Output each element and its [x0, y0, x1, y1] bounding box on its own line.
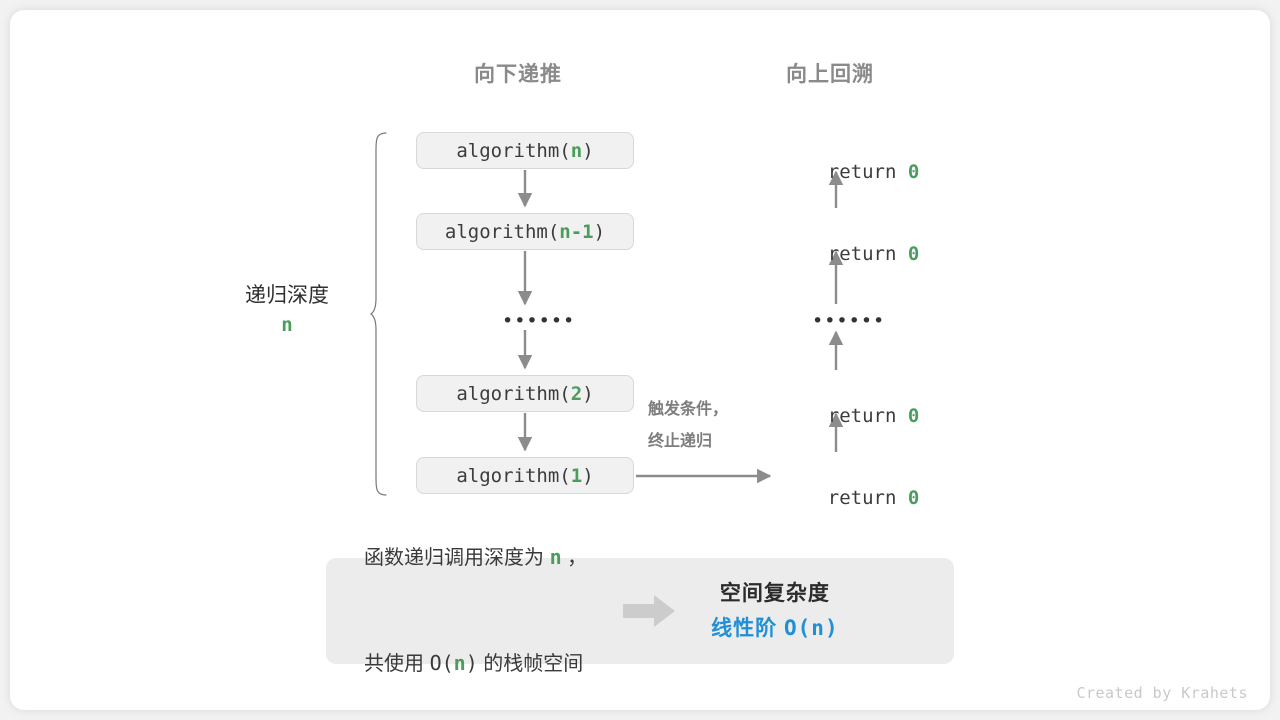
footer-credit: Created by Krahets: [1076, 684, 1248, 702]
return-keyword: return: [827, 405, 908, 427]
call-box-arg: 1: [570, 464, 583, 487]
call-box-prefix: algorithm(: [456, 464, 571, 487]
return-value: 0: [907, 161, 920, 183]
call-box-arg: n: [570, 139, 583, 162]
call-box-arg: n-1: [559, 220, 594, 243]
summary-result-value: 线性阶 O(n): [711, 611, 838, 646]
return-keyword: return: [827, 161, 908, 183]
summary-result-title: 空间复杂度: [719, 582, 830, 605]
return-value: 0: [907, 405, 920, 427]
summary-result: 空间复杂度 线性阶 O(n): [711, 576, 838, 646]
summary-line2-a: 共使用: [364, 653, 430, 675]
summary-line2-c: ): [465, 651, 478, 675]
column-header-descend: 向下递推: [474, 63, 562, 86]
column-header-ascend: 向上回溯: [786, 63, 874, 86]
summary-description: 函数递归调用深度为 n ， 共使用 O(n) 的栈帧空间: [364, 470, 587, 720]
return-label-4: return 0: [782, 465, 920, 531]
call-box-suffix: ): [582, 139, 594, 162]
summary-line2-n: n: [453, 651, 466, 675]
return-keyword: return: [827, 487, 908, 509]
ellipsis-ascend: ••••••: [812, 310, 886, 332]
return-keyword: return: [827, 243, 908, 265]
termination-note: 触发条件， 终止递归: [648, 394, 728, 458]
recursion-depth-text: 递归深度: [245, 284, 329, 307]
call-box-2: algorithm(2): [416, 375, 634, 412]
call-box-suffix: ): [582, 464, 594, 487]
summary-result-value-cn: 线性阶: [711, 617, 785, 640]
return-label-1: return 0: [782, 139, 920, 205]
termination-note-line2: 终止递归: [648, 433, 713, 450]
call-box-arg: 2: [570, 382, 583, 405]
summary-line1-n: n: [549, 545, 562, 569]
summary-result-value-mono: O(n): [784, 616, 839, 640]
summary-description-line1: 函数递归调用深度为 n ，: [364, 540, 587, 576]
ellipsis-descend: ••••••: [502, 310, 576, 332]
summary-line1-b: ，: [561, 547, 588, 569]
call-box-n: algorithm(n): [416, 132, 634, 169]
recursion-depth-value: n: [281, 314, 293, 336]
summary-line2-d: 的栈帧空间: [477, 653, 584, 675]
call-box-1: algorithm(1): [416, 457, 634, 494]
summary-line2-b: O(: [429, 651, 454, 675]
right-block-arrow-icon: [623, 595, 676, 627]
termination-note-line1: 触发条件，: [648, 401, 729, 418]
summary-description-line2: 共使用 O(n) 的栈帧空间: [364, 646, 587, 682]
return-label-2: return 0: [782, 221, 920, 287]
call-box-prefix: algorithm(: [456, 139, 571, 162]
return-value: 0: [907, 243, 920, 265]
call-box-suffix: ): [593, 220, 606, 243]
call-box-n-minus-1: algorithm(n-1): [416, 213, 634, 250]
recursion-depth-label: 递归深度 n: [212, 281, 362, 339]
return-value: 0: [907, 487, 920, 509]
call-box-prefix: algorithm(: [456, 382, 571, 405]
summary-panel: 函数递归调用深度为 n ， 共使用 O(n) 的栈帧空间 空间复杂度 线性阶 O…: [326, 545, 954, 675]
return-label-3: return 0: [782, 383, 920, 449]
call-box-prefix: algorithm(: [444, 220, 560, 243]
call-box-suffix: ): [582, 382, 594, 405]
summary-line1-a: 函数递归调用深度为: [364, 547, 550, 569]
